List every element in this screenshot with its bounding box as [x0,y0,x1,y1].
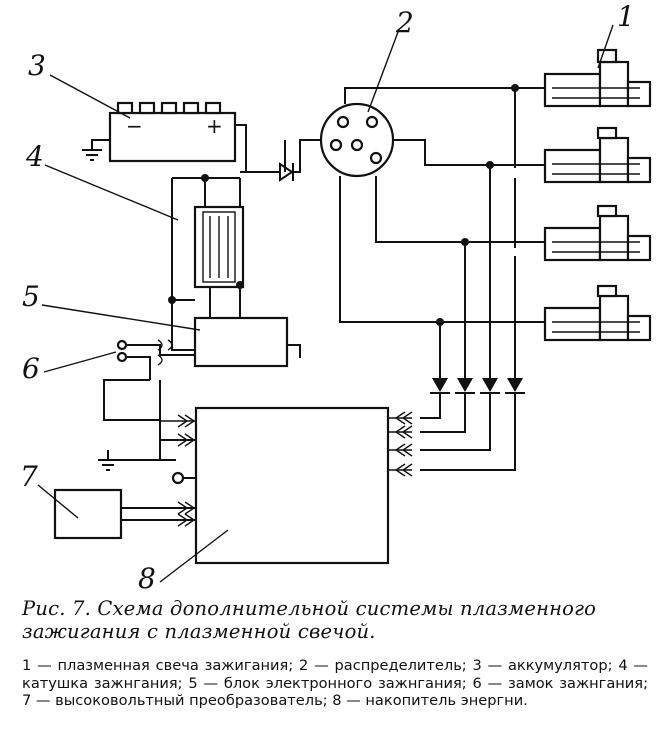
electronic-ignition-block [168,178,301,368]
label-5: 5 [22,280,40,313]
diode-4 [505,378,525,394]
label-8: 8 [138,562,156,595]
label-1: 1 [617,0,635,33]
storage-inputs-right [388,411,413,477]
ignition-switch [116,339,195,380]
storage-inputs-left [98,379,196,485]
plasma-spark-plug-2 [543,126,652,184]
plasma-spark-plug-3 [543,204,652,262]
label-7: 7 [20,460,38,493]
leader-lines [37,24,614,583]
diode-row [420,378,525,471]
hv-converter [53,488,196,540]
coil-diode [240,139,321,182]
battery-plus-sign: + [206,114,223,138]
figure-legend: 1 — плазменная свеча зажигания; 2 — расп… [22,657,648,709]
ignition-coil [172,174,245,318]
label-4: 4 [25,140,44,173]
energy-storage [194,406,390,565]
diode-2 [455,378,475,394]
hv-wires [339,84,545,382]
ignition-circuit-diagram: − + [20,0,652,595]
diode-1 [430,378,450,394]
figure-caption: Рис. 7. Схема дополнительной системы пла… [22,597,597,643]
plasma-spark-plug-4 [543,284,652,342]
plasma-spark-plug-1 [543,48,652,108]
battery-minus-sign: − [126,114,143,138]
label-3: 3 [28,49,46,82]
label-2: 2 [395,6,414,39]
distributor [319,102,395,178]
battery: − + [82,101,247,172]
plasma-spark-plug-group [543,48,652,342]
label-6: 6 [22,352,40,385]
diode-3 [480,378,500,394]
